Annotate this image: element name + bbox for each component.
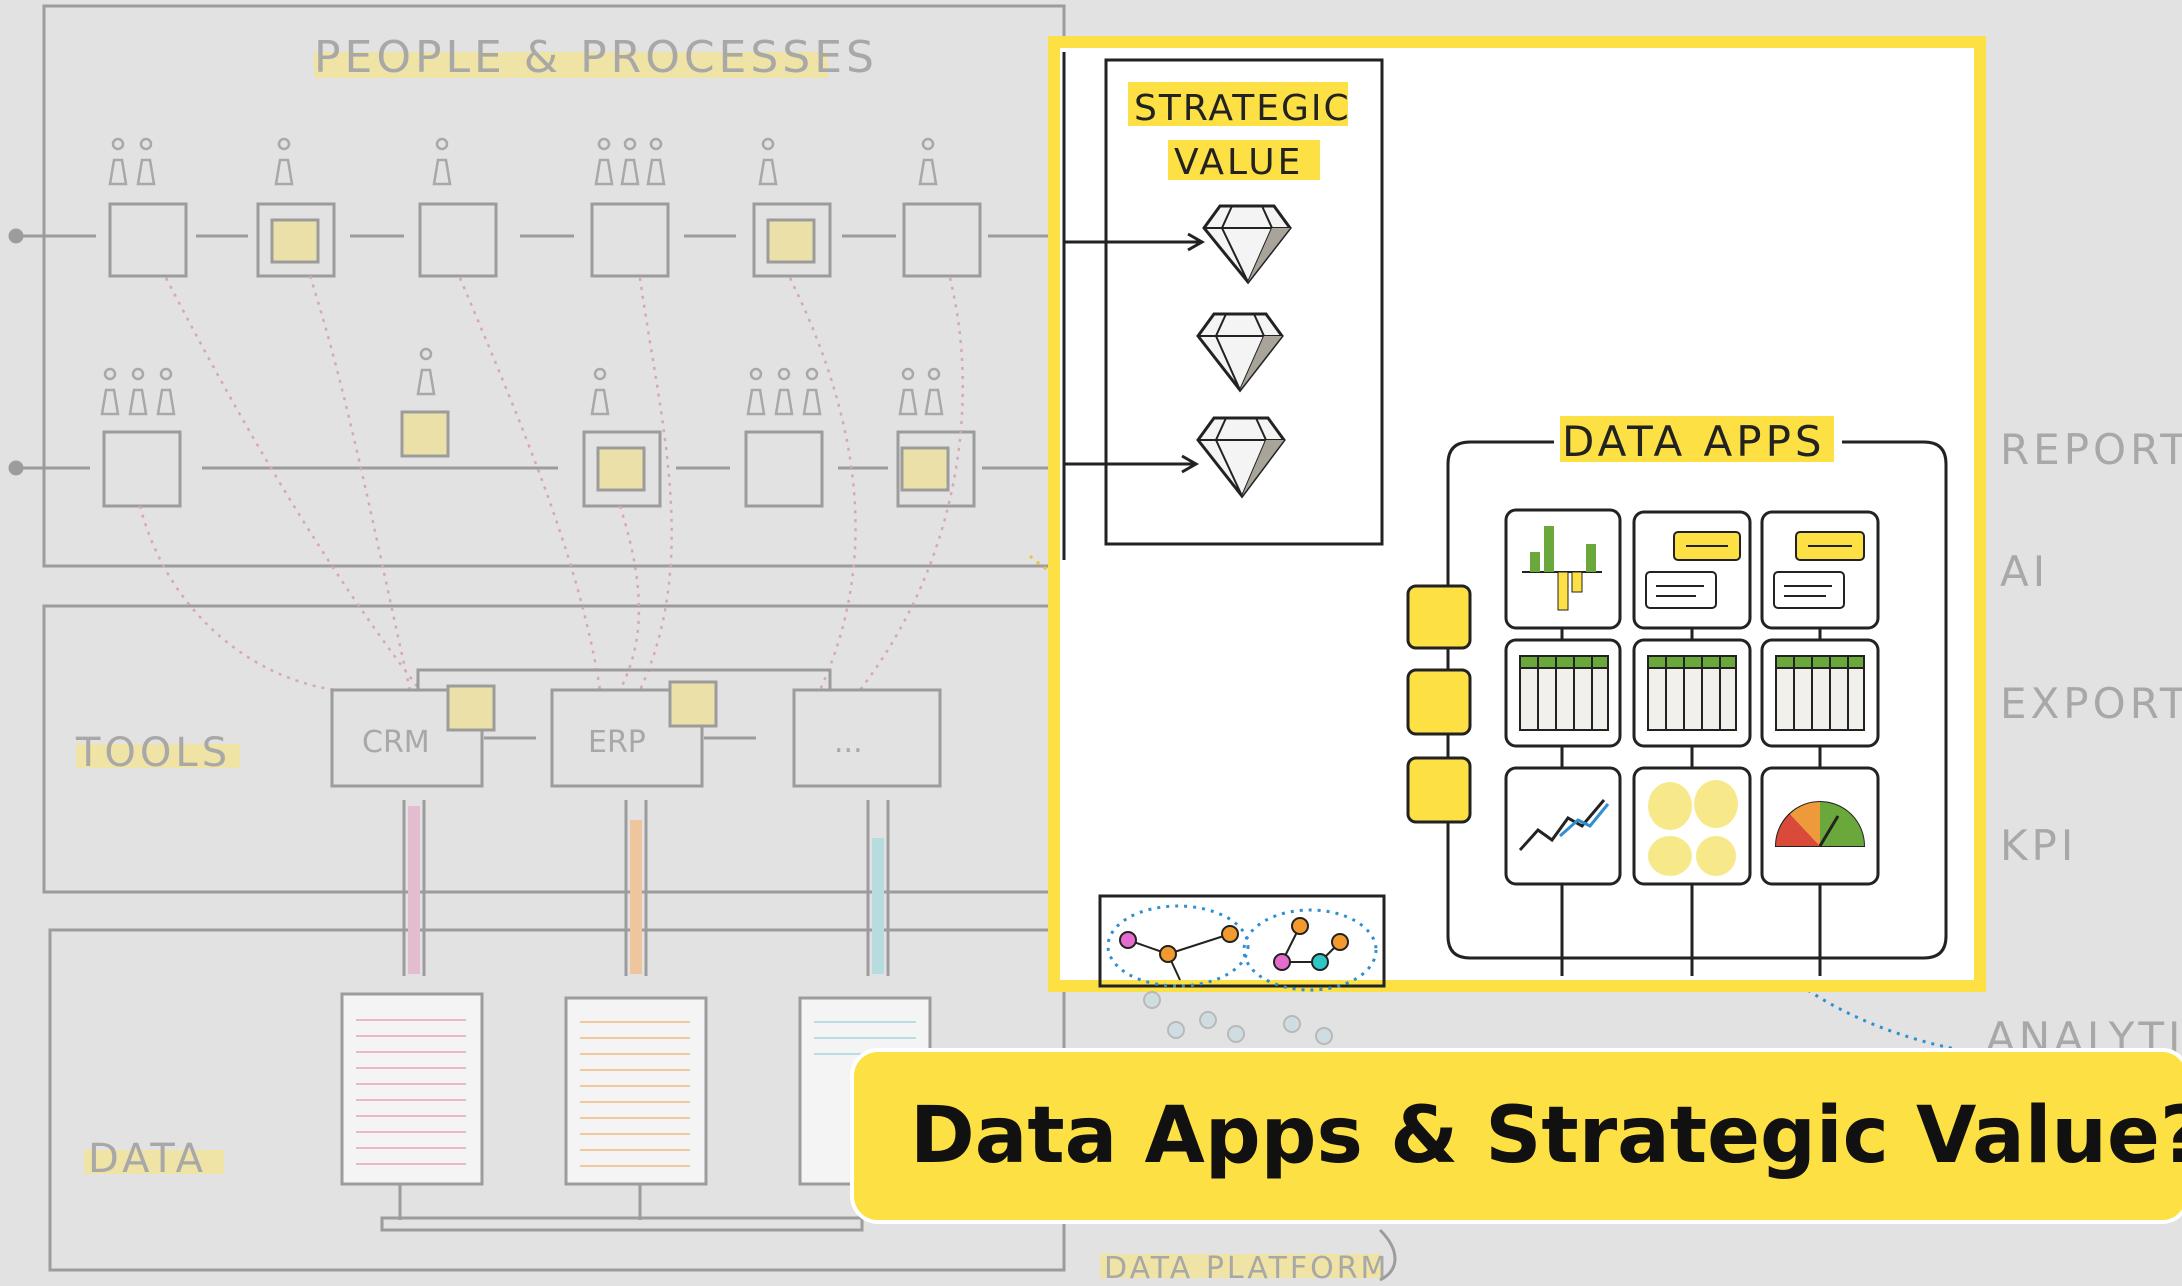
tool-label-erp: ERP — [588, 725, 646, 760]
strategic-value-line1: STRATEGIC — [1134, 88, 1351, 129]
value-arrows — [1064, 232, 1206, 474]
line-chart-icon — [1518, 799, 1610, 852]
data-section-label: DATA — [88, 1136, 207, 1182]
gauge-icon — [1774, 801, 1866, 847]
highlight-frame: STRATEGIC VALUE DATA APPS — [1048, 36, 1986, 992]
strategic-value-line2: VALUE — [1174, 142, 1303, 183]
form-icon-2 — [1773, 531, 1865, 609]
data-apps-label: DATA APPS — [1562, 417, 1826, 466]
banner-title: Data Apps & Strategic Value? — [910, 1091, 2182, 1181]
process-row-1 — [8, 202, 1064, 278]
data-pipes — [402, 800, 890, 976]
side-card-2 — [1406, 668, 1472, 736]
bar-chart-icon — [1522, 526, 1602, 611]
cluster-icon — [1648, 780, 1738, 876]
side-card-1 — [1406, 584, 1472, 650]
output-ai: AI — [2000, 547, 2049, 596]
title-banner: Data Apps & Strategic Value? — [850, 1048, 2182, 1224]
tool-label-more: ... — [834, 725, 863, 760]
table-icons — [1519, 655, 1865, 731]
data-apps-container — [1446, 440, 1948, 960]
output-kpi: KPI — [2000, 821, 2077, 870]
section-highlights — [76, 52, 1382, 1278]
faded-network — [1143, 991, 1333, 1045]
people-icons — [100, 137, 944, 416]
process-row-2 — [8, 410, 1064, 508]
diamond-icon-2 — [1196, 312, 1284, 393]
tools-label: TOOLS — [75, 730, 231, 776]
network-graph-icon — [1106, 904, 1378, 992]
network-graph-box — [1098, 894, 1386, 988]
side-card-3 — [1406, 756, 1472, 824]
output-labels: REPORT AI EXPORT KPI ANALYTI — [1986, 425, 2182, 1062]
people-processes-label: PEOPLE & PROCESSES — [314, 32, 878, 83]
form-icon — [1645, 531, 1741, 609]
tile-connectors — [1560, 628, 1822, 976]
process-tool-links — [138, 275, 965, 692]
diamond-icon-1 — [1202, 204, 1292, 285]
tools-boxes — [330, 668, 942, 788]
output-report: REPORT — [2000, 425, 2182, 474]
tool-label-crm: CRM — [362, 725, 430, 760]
data-platform-label: DATA PLATFORM — [1104, 1251, 1389, 1286]
app-tile-form-2 — [1760, 510, 1880, 630]
diamond-icon-3 — [1196, 416, 1286, 499]
app-tile-form — [1632, 510, 1752, 630]
output-export: EXPORT — [2000, 679, 2182, 728]
strategic-value-box — [1104, 58, 1384, 546]
